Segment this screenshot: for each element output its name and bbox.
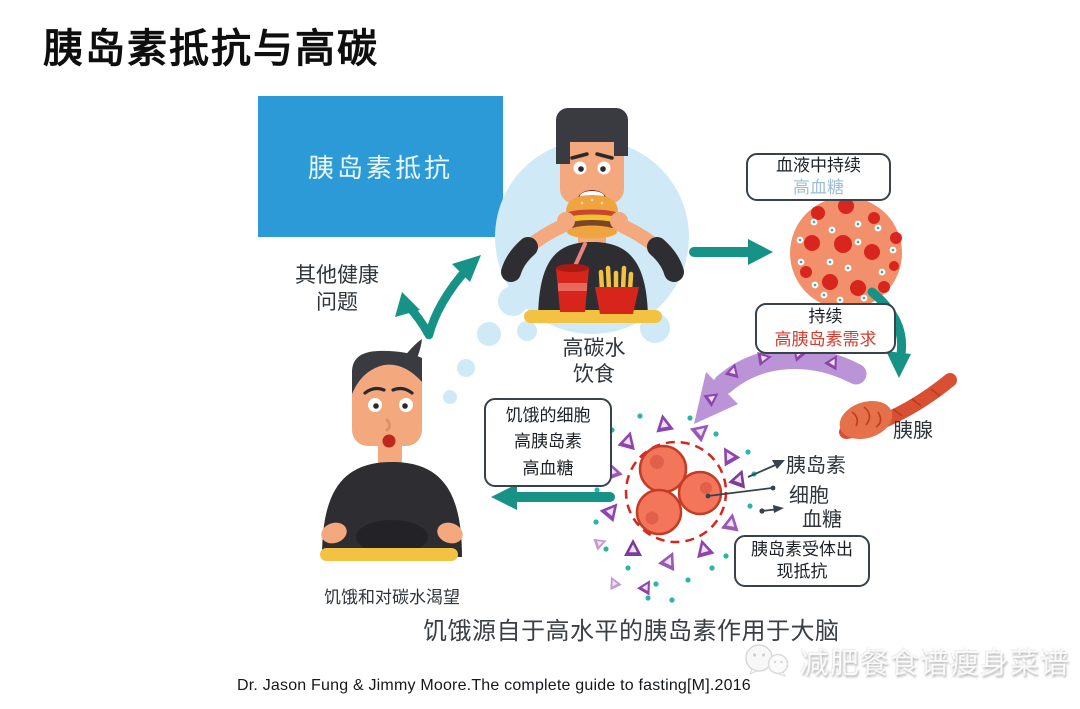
insulin-demand-box: 持续 高胰岛素需求 <box>755 303 896 354</box>
pancreas-label: 胰腺 <box>893 420 933 442</box>
wechat-icon <box>745 644 789 677</box>
fries-icon <box>595 265 639 314</box>
citation: Dr. Jason Fung & Jimmy Moore.The complet… <box>237 677 751 694</box>
pancreas-illustration <box>839 373 957 440</box>
arrow-to-pancreas <box>867 287 911 378</box>
other-health-label: 其他健康 问题 <box>262 262 412 317</box>
glucose-particles <box>796 218 897 304</box>
arrow-to-hungry-man <box>491 484 615 510</box>
hungry-man-illustration <box>320 339 463 561</box>
page-title: 胰岛素抵抗与高碳 <box>43 27 379 71</box>
other-health-line1: 其他健康 <box>295 264 379 287</box>
cell-cluster-illustration <box>593 412 757 603</box>
demand-box-line1: 持续 <box>808 307 843 327</box>
cycle-arrow-other-health <box>395 255 481 340</box>
other-health-line2: 问题 <box>316 291 358 315</box>
hunger-craving-label: 饥饿和对碳水渴望 <box>324 588 460 607</box>
bottom-note: 饥饿源自于高水平的胰岛素作用于大脑 <box>423 618 840 645</box>
blood-vessel-illustration <box>790 197 902 309</box>
cell-label: 细胞 <box>789 485 829 507</box>
insulin-resistance-label: 胰岛素抵抗 <box>307 153 453 183</box>
demand-box-line2: 高胰岛素需求 <box>774 329 877 349</box>
hungry-cells-box: 饥饿的细胞 高胰岛素 高血糖 <box>484 398 612 487</box>
arrow-to-blood <box>689 239 773 265</box>
hungry-cells-line3: 高血糖 <box>522 458 574 478</box>
receptor-box-line2: 现抵抗 <box>776 562 828 581</box>
watermark: 减肥餐食谱瘦身菜谱 <box>742 640 1070 682</box>
hungry-cells-line2: 高胰岛素 <box>514 432 582 452</box>
high-carb-line1: 高碳水 <box>562 337 626 360</box>
red-blood-cells <box>800 198 902 296</box>
glucose-label: 血糖 <box>802 509 842 531</box>
eating-man-hair <box>556 108 628 164</box>
insulin-resistance-box: 胰岛素抵抗 <box>258 96 503 237</box>
hungry-cells-line1: 饥饿的细胞 <box>505 405 591 425</box>
high-carb-line2: 饮食 <box>573 363 615 387</box>
thought-bubbles <box>443 286 670 404</box>
insulin-label: 胰岛素 <box>786 455 846 477</box>
insulin-release-arrow <box>694 342 867 424</box>
blood-box-line1: 血液中持续 <box>776 155 861 175</box>
watermark-text: 减肥餐食谱瘦身菜谱 <box>800 648 1071 680</box>
blood-glucose-box: 血液中持续 高血糖 <box>746 153 891 201</box>
label-pointer-lines <box>705 460 785 514</box>
eating-man-illustration <box>495 108 689 334</box>
receptor-box-line1: 胰岛素受体出 <box>751 539 853 559</box>
high-carb-diet-label: 高碳水 饮食 <box>542 336 646 389</box>
burger-icon <box>565 195 619 239</box>
blood-box-line2: 高血糖 <box>793 178 844 197</box>
receptor-resistance-box: 胰岛素受体出 现抵抗 <box>734 535 870 587</box>
soda-cup-icon <box>556 242 589 312</box>
